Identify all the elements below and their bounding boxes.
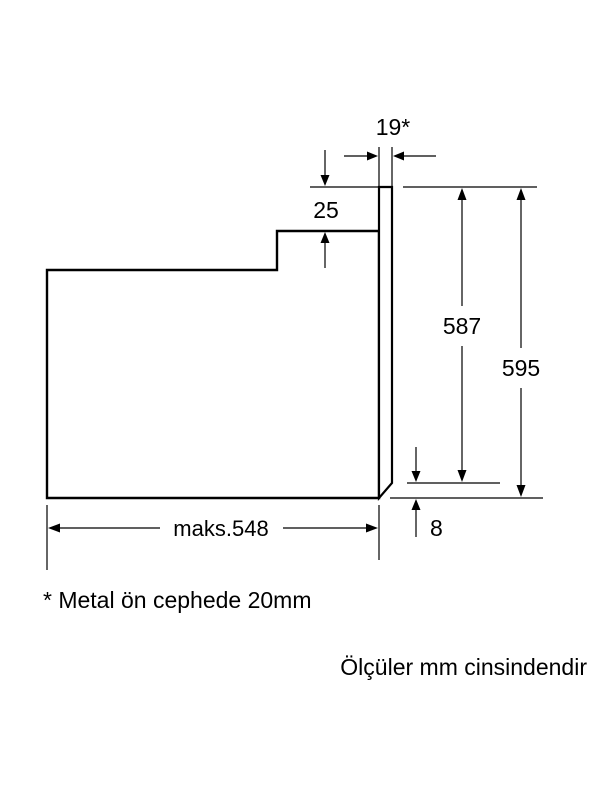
dimension-label-25: 25: [313, 197, 339, 223]
oven-body-outline: [45, 229, 381, 500]
dimension-label-587: 587: [443, 313, 481, 339]
arrow-down-icon: [320, 175, 330, 186]
arrow-down-icon: [457, 470, 467, 482]
arrow-up-icon: [516, 188, 526, 200]
dimension-label-19: 19*: [376, 114, 411, 140]
dimension-19: [344, 151, 436, 161]
units-note: Ölçüler mm cinsindendir: [340, 654, 587, 680]
arrow-up-icon: [411, 499, 421, 510]
dimension-25: [320, 150, 330, 268]
arrow-down-icon: [516, 485, 526, 497]
arrow-right-icon: [367, 151, 378, 161]
dimension-548: [48, 523, 378, 533]
dimension-label-595: 595: [502, 355, 540, 381]
extension-lines: [46, 147, 543, 570]
front-door-panel: [377, 185, 394, 501]
arrow-left-icon: [48, 523, 60, 533]
dimension-label-548: maks.548: [173, 516, 268, 541]
dimension-595: [516, 188, 526, 497]
footnote-metal-front: * Metal ön cephede 20mm: [43, 587, 312, 613]
dimension-8: [411, 447, 421, 537]
arrow-up-icon: [457, 188, 467, 200]
arrow-down-icon: [411, 471, 421, 482]
dimension-label-8: 8: [430, 515, 443, 541]
arrow-up-icon: [320, 232, 330, 243]
arrow-left-icon: [393, 151, 404, 161]
arrow-right-icon: [366, 523, 378, 533]
dimension-587: [457, 188, 467, 482]
